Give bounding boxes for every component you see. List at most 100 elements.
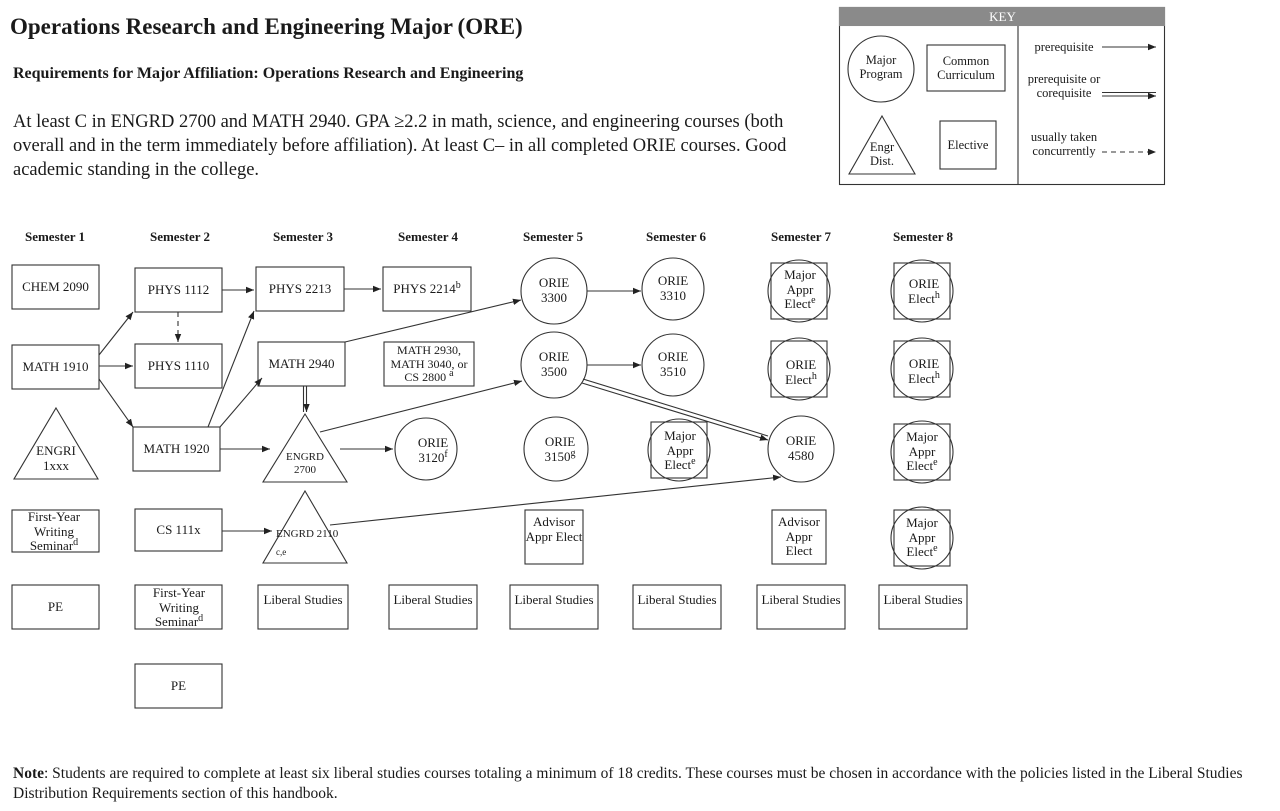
arrow-orie3500-orie4580-a [582,378,769,437]
phys2214-footnote: b [455,280,461,291]
pe1-label: PE [47,599,64,614]
key-coreq-label: prerequisite or corequisite [1027,72,1101,100]
ls3-box [257,584,349,630]
note-body: : Students are required to complete at l… [13,765,1243,802]
semester-4-header: Semester 4 [397,229,459,244]
orie3510-circle [641,333,705,397]
orieelect8a-square [893,262,951,320]
key-engr-dist-symbol [848,114,916,175]
advisor7-box [771,509,827,565]
orie3120-label: ORIE 3120f [417,435,449,465]
orie4580-circle [767,415,835,483]
engri1xxx-triangle [13,406,99,480]
key-title: KEY [989,9,1016,24]
advisor7-label: Advisor Appr Elect [778,514,820,558]
engrd2110-label: ENGRD 2110 c,e [276,528,339,557]
orieelect7-circle [767,337,831,401]
orieelect8a-circle [890,259,954,323]
ls4-label: Liberal Studies [393,592,473,607]
math1910-label: MATH 1910 [22,359,89,374]
phys2213-label: PHYS 2213 [268,281,332,296]
ls8-label: Liberal Studies [883,592,963,607]
semester-3-header: Semester 3 [272,229,334,244]
pe1-box [11,584,100,630]
ls7-label: Liberal Studies [761,592,841,607]
semester-6-header: Semester 6 [645,229,707,244]
fws1-footnote: d [73,537,79,548]
fws1-box [11,509,100,553]
orie3500-label: ORIE 3500 [538,349,570,379]
key-common-curriculum-label: Common Curriculum [937,54,995,82]
ls5-label: Liberal Studies [514,592,594,607]
affiliation-requirements: At least C in ENGRD 2700 and MATH 2940. … [13,112,787,180]
pe2-box [134,663,223,709]
advisor5-label: Advisor Appr Elect [525,514,583,544]
orie3150-footnote: g [570,447,576,459]
ls5-box [509,584,599,630]
major8a-label: Major Appr Electe [906,429,938,473]
page-title: Operations Research and Engineering Majo… [10,14,523,39]
semester-7-header: Semester 7 [770,229,832,244]
semester-8-header: Semester 8 [892,229,954,244]
major6-square [650,421,708,479]
arrow-orie3500-orie4580-b [581,382,769,441]
key-prerequisite-label: prerequisite [1034,40,1094,54]
orieelect8b-footnote: h [934,369,940,381]
orie4580-label: ORIE 4580 [785,433,817,463]
major8a-circle [890,420,954,484]
major7-label: Major Appr Electe [784,267,816,311]
chem2090-box [11,264,100,310]
ls8-box [878,584,968,630]
engrd2110-triangle [262,489,348,564]
footnote-text: Note: Students are required to complete … [13,764,1278,804]
major8b-footnote: e [933,543,938,554]
orieelect8a-footnote: h [934,289,940,301]
orie3150-circle [523,416,589,482]
semester-5-header: Semester 5 [522,229,584,244]
cs111x-box [134,508,223,552]
orieelect7-square [770,340,828,398]
orie3300-label: ORIE 3300 [538,275,570,305]
major6-circle [647,418,711,482]
orie3510-label: ORIE 3510 [657,349,689,379]
affiliation-heading: Requirements for Major Affiliation: Oper… [13,65,524,82]
key-concurrent-label: usually taken concurrently [1030,130,1098,158]
arrow-engrd2700-orie3500 [319,379,523,433]
major8b-circle [890,506,954,570]
math1910-box [11,344,100,390]
ls4-box [388,584,478,630]
orie3310-circle [641,257,705,321]
orieelect7-footnote: h [811,370,817,382]
phys2214-box [382,266,472,312]
key-major-program-label: Major Program [859,53,903,81]
orieelect8b-circle [890,337,954,401]
math2940-label: MATH 2940 [268,356,335,371]
orie3120-footnote: f [444,448,448,460]
key-common-curriculum-symbol [926,44,1006,92]
major7-circle [767,259,831,323]
ls3-label: Liberal Studies [263,592,343,607]
phys1110-label: PHYS 1110 [147,358,210,373]
key-major-program-symbol [847,35,915,103]
ls6-label: Liberal Studies [637,592,717,607]
arrow-engrd2110-orie4580 [329,474,782,526]
major8a-square [893,423,951,481]
major8a-footnote: e [933,457,938,468]
note-label: Note [13,765,44,782]
pe2-label: PE [170,678,187,693]
orieelect8b-square [893,340,951,398]
advisor5-box [524,509,584,565]
fws1-label: First-Year Writing Seminard [27,509,81,553]
fws2-footnote: d [198,613,204,624]
math2930-footnote: a [449,368,454,379]
key-elective-label: Elective [947,138,989,152]
arrow-math1910-phys1112 [98,311,134,356]
major6-label: Major Appr Electe [664,428,696,472]
fws2-label: First-Year Writing Seminard [152,585,206,629]
phys1110-box [134,343,223,389]
orieelect8b-label: ORIE Electh [908,356,940,386]
arrow-math1920-math2940 [219,377,263,428]
math2940-box [257,341,346,387]
chem2090-label: CHEM 2090 [22,279,89,294]
